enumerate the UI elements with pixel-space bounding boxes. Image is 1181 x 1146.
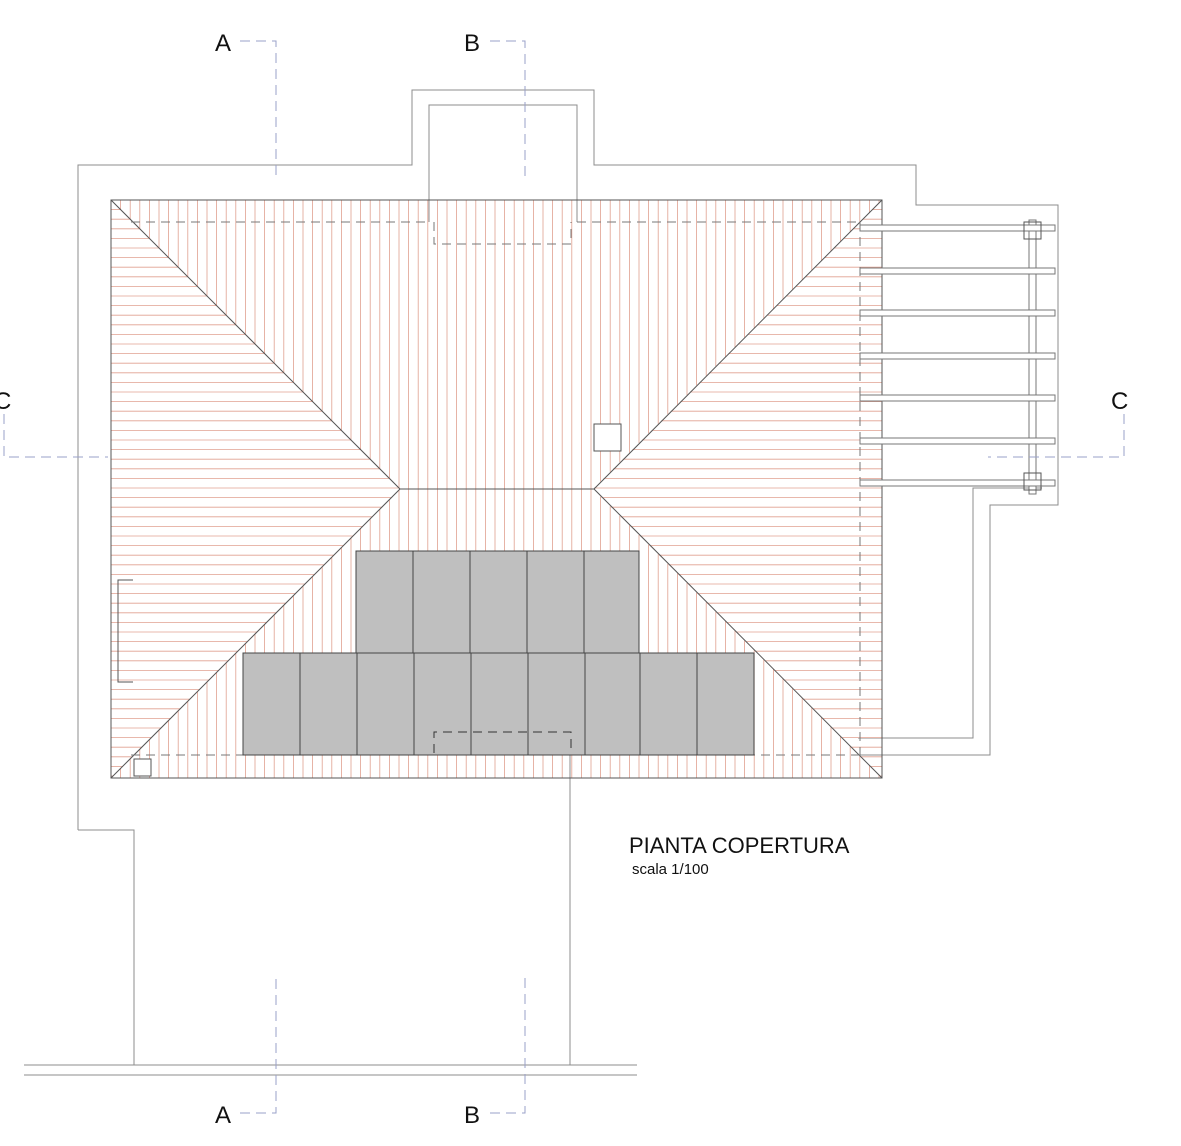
section-mark-b-top: B	[464, 30, 480, 57]
roof-hips	[110, 199, 883, 779]
section-mark-c-left: C	[0, 388, 11, 415]
section-mark-a-bottom: A	[215, 1102, 231, 1129]
panel-overlay-dashes	[433, 731, 572, 753]
section-mark-c-right: C	[1111, 388, 1128, 415]
section-mark-a-top: A	[215, 30, 231, 57]
section-lines	[3, 40, 1125, 1114]
roof-details	[117, 423, 622, 777]
drawing-scale: scala 1/100	[632, 861, 709, 878]
solar-panels	[242, 550, 755, 756]
chimney	[593, 423, 622, 452]
building-outline	[24, 89, 1059, 1076]
drain-box	[133, 758, 152, 777]
section-mark-b-bottom: B	[464, 1102, 480, 1129]
drawing-title: PIANTA COPERTURA	[629, 833, 850, 858]
pergola	[859, 219, 1056, 495]
